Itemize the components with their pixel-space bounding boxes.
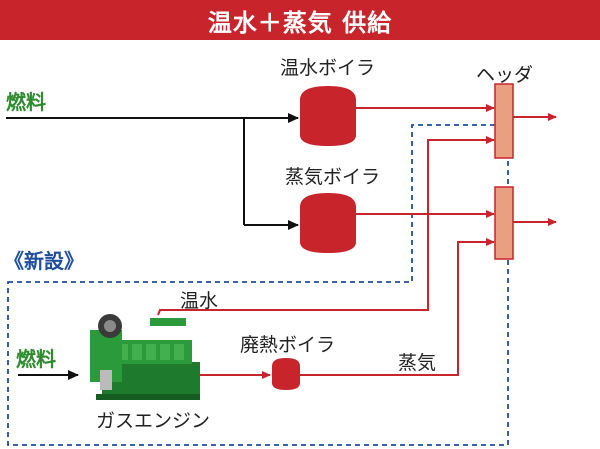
waste-heat-boiler-label: 廃熱ボイラ xyxy=(240,334,336,356)
gas-engine-icon xyxy=(90,314,200,400)
new-install-label: 《新設》 xyxy=(4,249,84,273)
fuel-label-top: 燃料 xyxy=(6,90,46,114)
header-label: ヘッダ xyxy=(476,64,534,86)
steam-label: 蒸気 xyxy=(398,352,437,374)
steam-boiler-label: 蒸気ボイラ xyxy=(285,166,381,188)
hot-water-boiler-label: 温水ボイラ xyxy=(280,57,376,79)
header-bottom-icon xyxy=(494,186,514,260)
gas-engine-label: ガスエンジン xyxy=(96,410,211,432)
new-install-boundary xyxy=(7,124,509,446)
steam-boiler-icon xyxy=(300,193,356,253)
hot-water-line xyxy=(157,136,495,316)
hot-water-label: 温水 xyxy=(180,290,219,312)
fuel-label-bottom: 燃料 xyxy=(16,347,56,371)
title-banner: 温水＋蒸気 供給 xyxy=(0,0,600,40)
hot-water-boiler-icon xyxy=(300,86,356,146)
steam-line xyxy=(300,238,495,376)
header-top-icon xyxy=(494,83,514,159)
waste-heat-boiler-icon xyxy=(272,358,300,390)
